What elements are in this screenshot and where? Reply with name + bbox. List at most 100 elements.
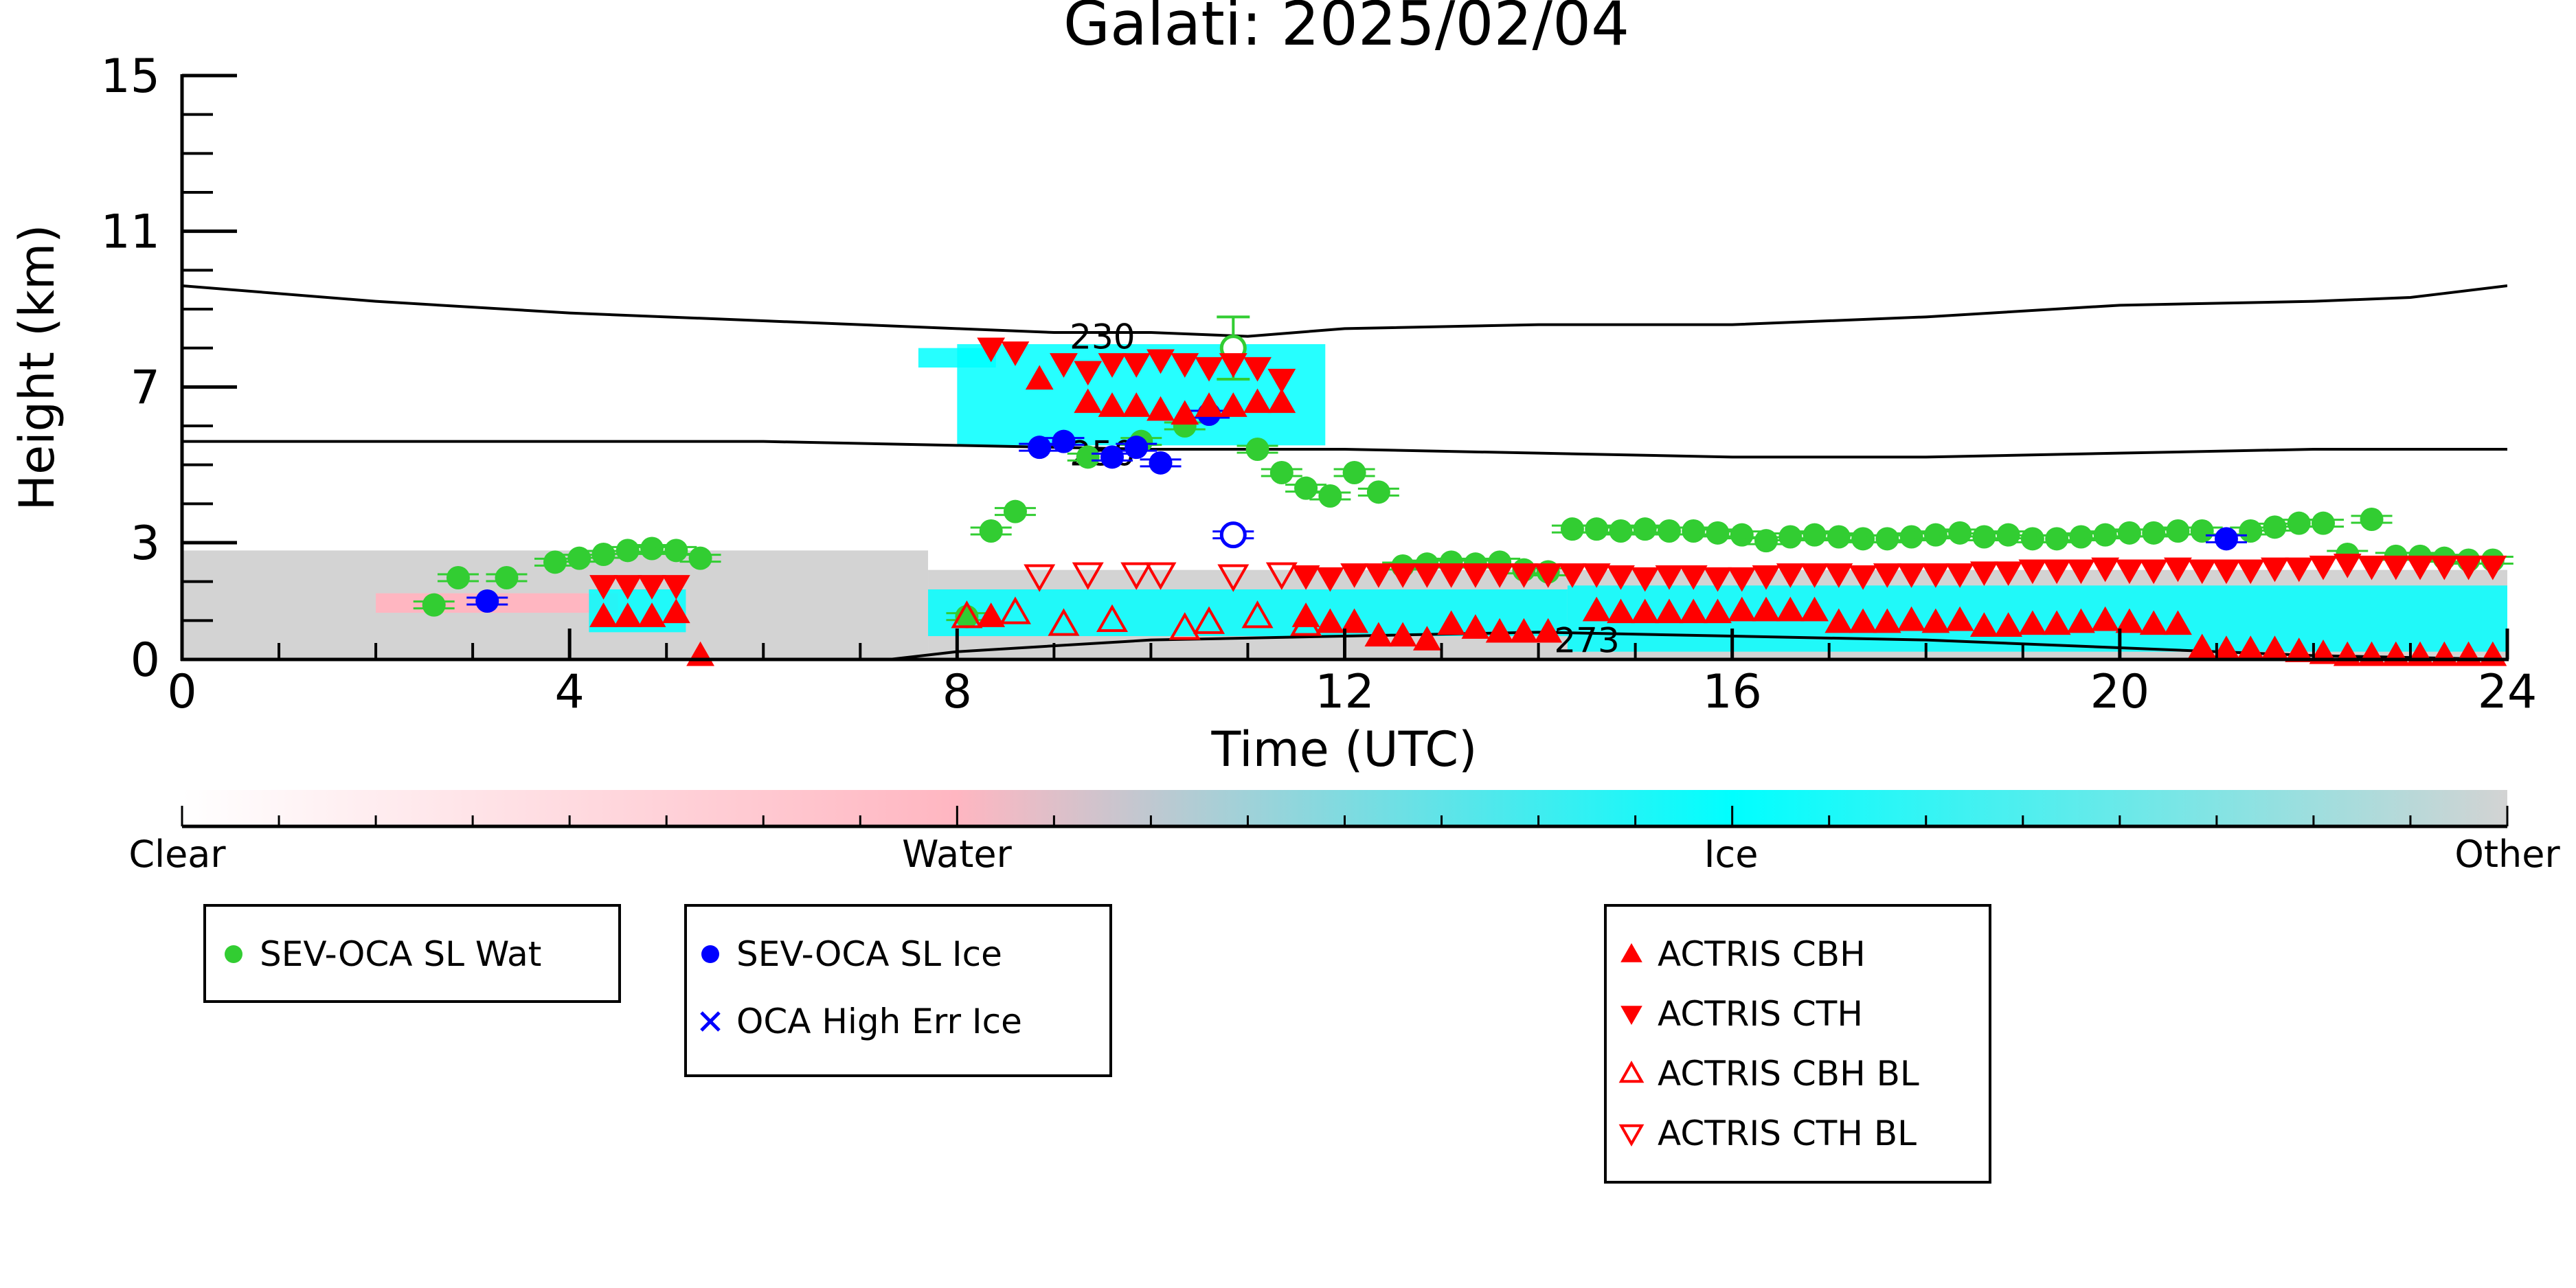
data-point: [446, 566, 470, 589]
legend-item-sev-oca-sl-ice: SEV-OCA SL Ice: [697, 934, 1002, 974]
data-point: [1195, 392, 1223, 417]
data-point: [1072, 562, 1104, 590]
data-point: [2333, 554, 2362, 578]
legend-marker: [700, 1011, 721, 1032]
data-point: [1100, 445, 1124, 469]
legend-item-actris-cbh: ACTRIS CBH: [1618, 934, 1866, 974]
x-tick-label: 12: [1315, 665, 1375, 719]
data-point: [999, 596, 1031, 624]
x-tick-label: 8: [942, 665, 972, 719]
data-point: [1875, 527, 1899, 551]
data-point: [1340, 608, 1369, 633]
data-point: [951, 600, 983, 629]
data-point: [1655, 565, 1684, 590]
data-point: [475, 589, 499, 613]
data-point: [1342, 461, 1366, 484]
colorbar-label-other: Other: [2454, 833, 2560, 876]
data-point: [2188, 559, 2217, 585]
data-point: [543, 550, 567, 574]
data-point: [1851, 527, 1875, 551]
x-tick-label: 4: [555, 665, 585, 719]
data-point: [1510, 618, 1538, 643]
data-point: [1318, 484, 1342, 508]
data-point: [1193, 606, 1225, 634]
x-tick-label: 24: [2478, 665, 2538, 719]
data-point: [1824, 563, 1853, 588]
data-point: [1096, 604, 1128, 632]
data-point: [1122, 392, 1151, 417]
legend-item-actris-cth: ACTRIS CTH: [1618, 994, 1863, 1034]
data-point: [2478, 555, 2507, 580]
data-point: [1219, 353, 1247, 378]
x-axis-label: Time (UTC): [1211, 721, 1478, 778]
data-point: [422, 593, 446, 617]
data-point: [1461, 563, 1490, 588]
data-point: [1001, 341, 1030, 366]
data-point: [2067, 559, 2095, 585]
data-point: [1290, 608, 1322, 636]
curtain-layer: [182, 344, 2507, 659]
legend-item-actris-cbh-bl: ACTRIS CBH BL: [1618, 1054, 1919, 1094]
data-point: [1728, 567, 1756, 592]
data-point: [2164, 557, 2192, 583]
data-point: [1245, 438, 1269, 461]
data-point: [1969, 561, 1998, 587]
data-point: [2042, 559, 2071, 585]
data-point: [1364, 563, 1393, 588]
contour-line: [182, 284, 2507, 338]
data-point: [1972, 525, 1996, 549]
legend-marker: [701, 945, 719, 963]
data-point: [1052, 429, 1076, 453]
data-point: [2406, 555, 2434, 580]
data-point: [1217, 564, 1250, 592]
data-point: [2312, 511, 2336, 535]
data-point: [1945, 563, 1974, 588]
data-point: [1730, 523, 1754, 547]
data-point: [1633, 517, 1657, 541]
data-point: [1025, 365, 1054, 390]
data-point: [2115, 559, 2144, 585]
data-point: [1437, 610, 1466, 635]
data-point: [2454, 555, 2483, 580]
legend-label: ACTRIS CBH: [1658, 934, 1866, 974]
data-point: [1948, 521, 1972, 545]
data-point: [2212, 559, 2241, 585]
data-point: [1388, 622, 1417, 647]
y-tick-label: 0: [131, 633, 160, 688]
data-point: [1827, 525, 1851, 549]
legend-symbol: [1620, 1006, 1642, 1025]
data-point: [1994, 561, 2023, 587]
colorbar-label-water: Water: [902, 833, 1012, 876]
data-point: [1243, 357, 1272, 382]
data-point: [2261, 557, 2289, 583]
data-point: [2285, 637, 2314, 662]
data-point: [662, 598, 690, 624]
data-point: [1873, 608, 1901, 633]
data-point: [1195, 357, 1223, 382]
data-point: [1534, 563, 1563, 588]
legend-label: OCA High Err Ice: [736, 1002, 1022, 1041]
data-point: [1485, 618, 1514, 643]
data-point: [1607, 565, 1635, 590]
data-point: [1923, 523, 1947, 547]
data-point: [1120, 562, 1153, 590]
data-point: [1679, 565, 1708, 590]
data-point: [1534, 618, 1563, 643]
data-point: [637, 602, 666, 627]
series-actris-cth: [589, 337, 2507, 600]
data-point: [1050, 353, 1078, 378]
data-point: [1291, 565, 1320, 590]
y-tick-label: 15: [100, 49, 160, 104]
data-point: [1849, 565, 1877, 590]
data-point: [2190, 519, 2214, 543]
legend-label: SEV-OCA SL Ice: [736, 934, 1002, 974]
data-point: [1655, 598, 1684, 624]
data-point: [495, 566, 519, 589]
data-point: [2018, 559, 2047, 585]
data-point: [1824, 608, 1853, 633]
legend-box-ice: SEV-OCA SL Ice OCA High Err Ice: [684, 904, 1112, 1077]
x-tick-label: 16: [1702, 665, 1762, 719]
data-point: [1243, 388, 1272, 414]
data-point: [2115, 608, 2144, 633]
